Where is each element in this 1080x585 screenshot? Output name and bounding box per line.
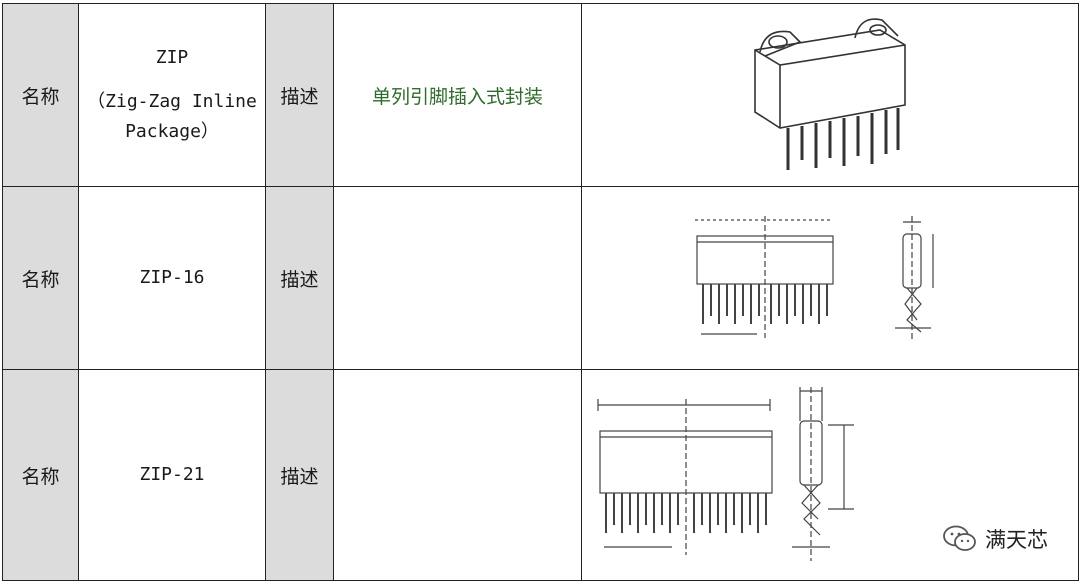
desc-label-cell: 描述 xyxy=(265,186,334,370)
package-name: ZIP-21 xyxy=(139,464,205,485)
desc-label: 描述 xyxy=(280,85,319,108)
name-label: 名称 xyxy=(21,268,60,291)
package-name: ZIP-16 xyxy=(139,267,205,288)
wechat-icon xyxy=(943,525,976,551)
name-label-cell: 名称 xyxy=(2,186,79,370)
table-row: 名称 ZIP-21 描述 xyxy=(2,369,1079,581)
watermark-text: 满天芯 xyxy=(985,528,1048,552)
zip-16-outline-drawing xyxy=(695,216,934,342)
desc-value-cell xyxy=(333,369,582,581)
desc-label-cell: 描述 xyxy=(265,369,334,581)
package-full-name: （Zig-Zag Inline Package） xyxy=(87,91,257,142)
desc-label: 描述 xyxy=(280,465,319,488)
package-table: 名称 ZIP （Zig-Zag Inline Package） 描述 单列引脚插… xyxy=(2,3,1079,581)
name-label: 名称 xyxy=(21,465,60,488)
desc-label: 描述 xyxy=(280,268,319,291)
package-name-cell: ZIP-16 xyxy=(78,186,266,370)
package-name-cell: ZIP-21 xyxy=(78,369,266,581)
package-image-cell xyxy=(581,186,1079,370)
desc-value-cell: 单列引脚插入式封装 xyxy=(333,3,582,187)
zip-21-outline-drawing xyxy=(597,387,854,561)
desc-value-cell xyxy=(333,186,582,370)
name-label-cell: 名称 xyxy=(2,369,79,581)
desc-value: 单列引脚插入式封装 xyxy=(371,85,543,108)
package-image-cell: 满天芯 xyxy=(581,369,1079,581)
package-name: ZIP xyxy=(155,47,189,68)
table-row: 名称 ZIP-16 描述 xyxy=(2,186,1079,370)
desc-label-cell: 描述 xyxy=(265,3,334,187)
package-name-cell: ZIP （Zig-Zag Inline Package） xyxy=(78,3,266,187)
name-label-cell: 名称 xyxy=(2,3,79,187)
name-label: 名称 xyxy=(21,85,60,108)
watermark: 满天芯 xyxy=(943,524,1048,554)
table-row: 名称 ZIP （Zig-Zag Inline Package） 描述 单列引脚插… xyxy=(2,3,1079,187)
zip-package-3d-drawing xyxy=(754,18,906,170)
package-image-cell xyxy=(581,3,1079,187)
